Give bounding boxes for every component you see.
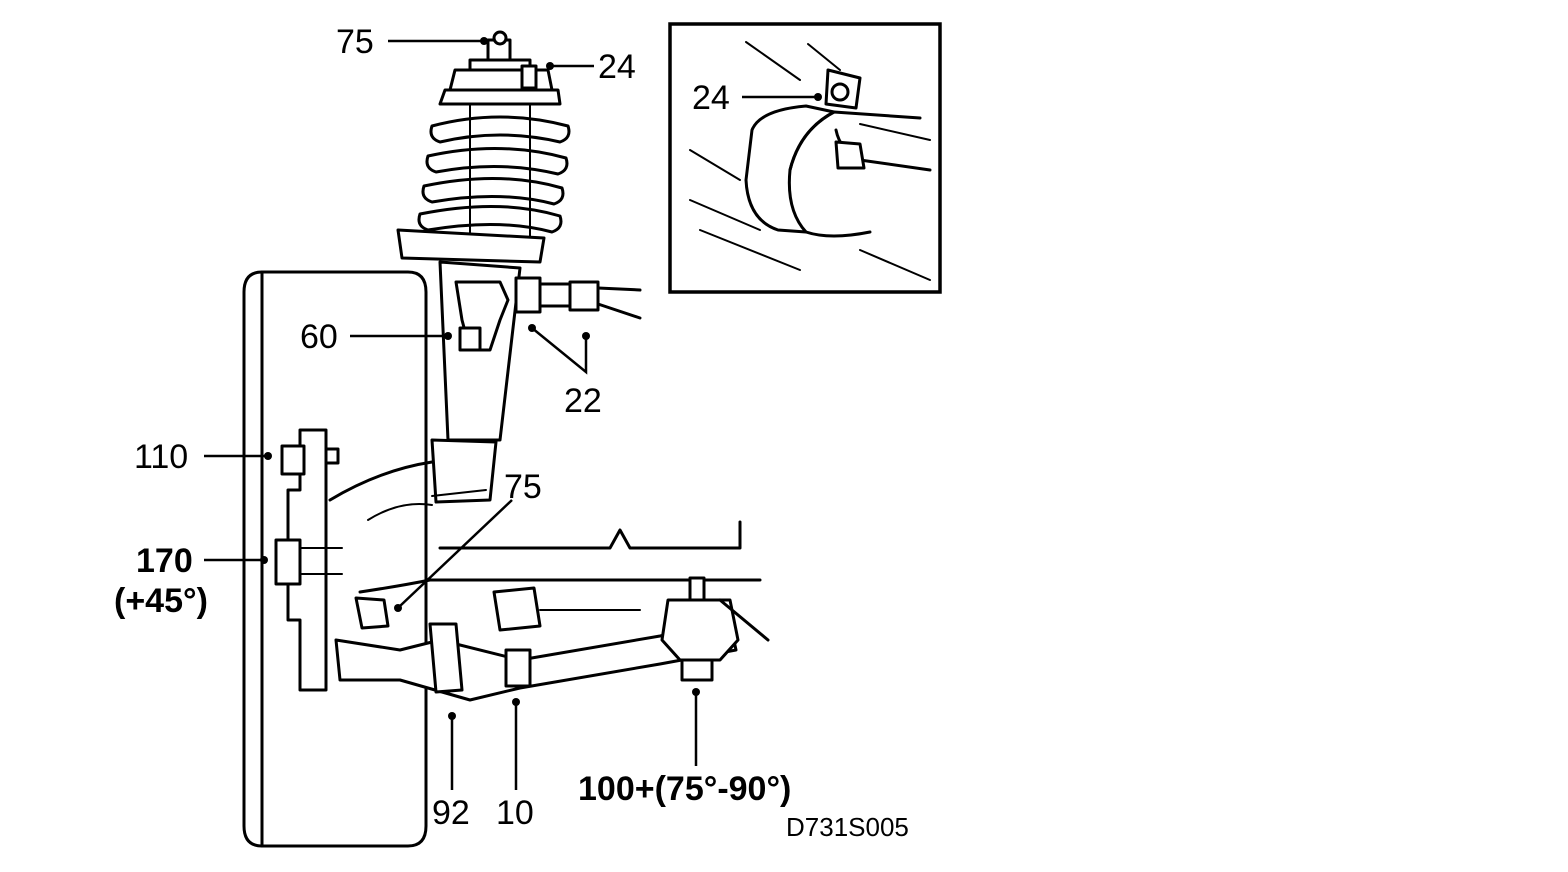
driveshaft-arm-drawing: [328, 460, 770, 702]
callout-stabilizer-link: 22: [564, 382, 602, 420]
leader-lines: [204, 37, 822, 790]
callout-hub-nut-angle: (+45°): [114, 582, 208, 620]
callout-inset-bolt: 24: [692, 79, 730, 117]
callout-arm-bolt-front: 92: [432, 794, 470, 832]
inset-detail: [668, 22, 942, 294]
callout-hub-bolt: 110: [134, 438, 188, 476]
callout-hub-nut: 170: [136, 542, 193, 580]
figure-code: D731S005: [786, 812, 909, 842]
strut-spring-drawing: [396, 30, 642, 504]
callout-strut-clamp: 60: [300, 318, 338, 356]
wheel-tire-drawing: [242, 270, 428, 848]
hub-drawing: [274, 428, 343, 692]
callout-top-mount: 24: [598, 48, 636, 86]
callout-arm-bolt-middle: 10: [496, 794, 534, 832]
callout-ball-joint: 75: [504, 468, 542, 506]
callout-arm-bolt-rear: 100+(75°-90°): [578, 770, 791, 808]
callout-top-nut: 75: [336, 23, 374, 61]
